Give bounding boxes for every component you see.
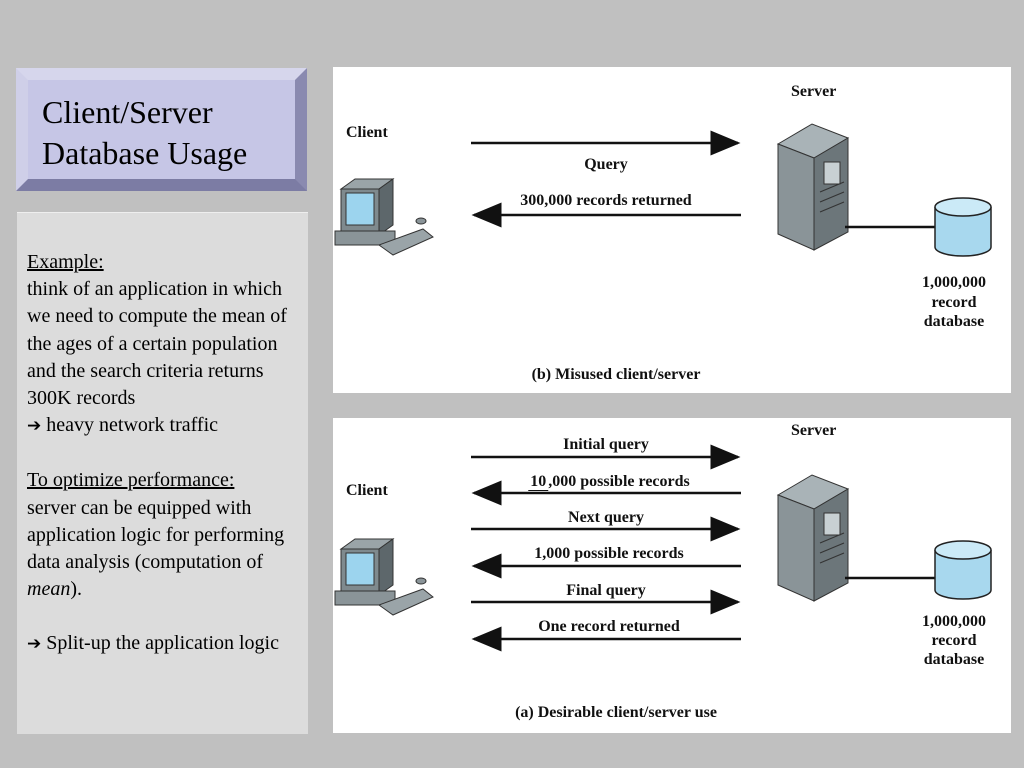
server-icon [776,123,850,251]
text-panel: Example: think of an application in whic… [17,212,308,734]
diagram-caption: (a) Desirable client/server use [515,704,717,721]
consequence-text: heavy network traffic [46,414,219,437]
database-label-line3: database [923,313,985,330]
server-label: Server [791,422,837,439]
diagram-misused: Client Server Query 300,000 records retu… [333,67,1011,393]
diagram-caption: (b) Misused client/server [531,366,701,383]
example-heading: Example: [27,251,104,273]
database-icon [934,540,992,600]
thousand-records-label: 1,000 possible records [534,545,684,562]
client-computer-icon [334,538,434,616]
possible-records-count-edited: 10 [528,473,549,491]
possible-records-text: ,000 possible records [548,473,690,490]
next-query-label: Next query [568,509,644,526]
conclusion-line: ➔ Split-up the application logic [27,630,302,658]
initial-query-label: Initial query [563,436,649,453]
client-label: Client [346,124,388,141]
optimize-text-after: ). [70,578,82,601]
conclusion-text: Split-up the application logic [46,632,279,655]
optimize-text-before: server can be equipped with application … [27,496,285,574]
database-label-line2: record [931,294,977,311]
right-arrow-icon: ➔ [27,634,42,655]
title-box: Client/Server Database Usage [16,68,307,191]
one-record-label: One record returned [538,618,680,635]
example-text: think of an application in which we need… [27,278,287,410]
optimize-text-em: mean [27,578,71,601]
response-label: 300,000 records returned [520,192,692,209]
database-label-line3: database [923,651,985,668]
database-label-line1: 1,000,000 [922,613,986,630]
slide-title: Client/Server Database Usage [28,80,295,179]
optimize-text: server can be equipped with application … [27,495,302,604]
final-query-label: Final query [566,582,646,599]
possible-records-label: 10,000 possible records [528,473,690,491]
client-label: Client [346,482,388,499]
client-computer-icon [334,178,434,256]
diagram-desirable-graphic [334,444,992,652]
optimize-heading: To optimize performance: [27,469,235,492]
server-label: Server [791,83,837,100]
right-arrow-icon: ➔ [27,416,42,437]
consequence-line: ➔ heavy network traffic [27,412,302,440]
diagram-misused-graphic [334,123,992,257]
title-line-1: Client/Server [42,94,213,130]
database-label-line1: 1,000,000 [922,274,986,291]
diagram-desirable: Client Server Initial query 10,000 possi… [333,418,1011,733]
database-label-line2: record [931,632,977,649]
server-icon [776,474,850,602]
database-icon [934,197,992,257]
title-line-2: Database Usage [42,135,248,171]
query-label: Query [584,156,628,173]
